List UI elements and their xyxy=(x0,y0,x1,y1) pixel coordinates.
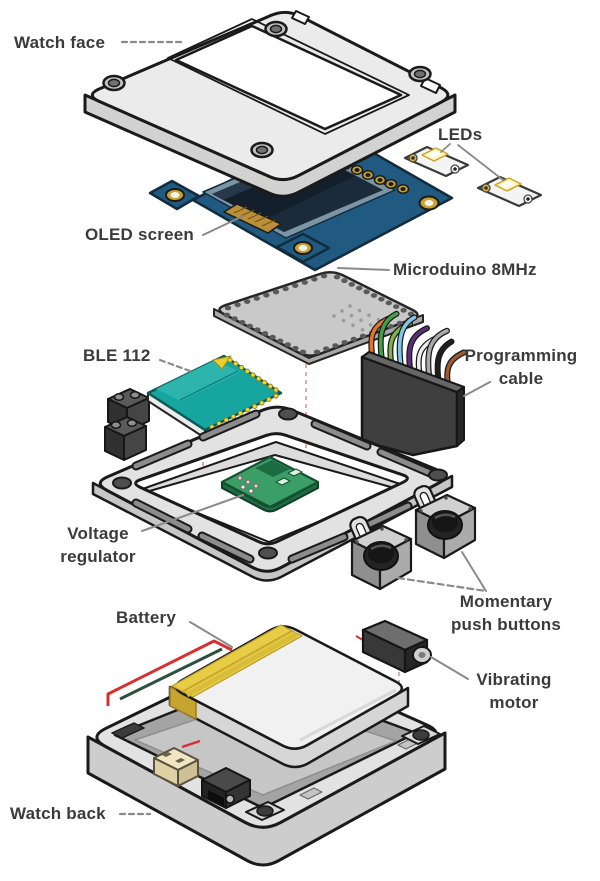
vibrating-motor xyxy=(355,619,432,674)
switch-block xyxy=(201,767,251,809)
voltage-regulator-label: Voltage regulator xyxy=(60,524,136,566)
watch-face-label: Watch face xyxy=(14,33,106,52)
ble112-module xyxy=(146,354,283,439)
watch-face-plate xyxy=(83,10,457,198)
watch-back-label: Watch back xyxy=(10,804,106,823)
push-button-1 xyxy=(349,515,413,591)
screen-window-cutout xyxy=(174,24,403,131)
led-module-1 xyxy=(403,145,470,178)
battery xyxy=(106,624,410,769)
battery-label: Battery xyxy=(116,608,176,627)
oled-flex-connector xyxy=(223,203,282,234)
jst-connector xyxy=(153,747,199,787)
voltage-regulator-board xyxy=(220,455,320,513)
leds-label: LEDs xyxy=(438,125,483,144)
plate-screw-holes xyxy=(102,20,432,159)
frame-slots xyxy=(131,409,435,564)
frame-corner-holes xyxy=(112,407,448,560)
header-blocks xyxy=(104,388,150,461)
vibrating-motor-label: Vibrating motor xyxy=(476,670,552,712)
ble112-label: BLE 112 xyxy=(83,346,151,365)
programming-cable-label: Programming cable xyxy=(464,346,578,388)
battery-wires xyxy=(106,639,233,749)
led-module-2 xyxy=(476,175,543,208)
push-button-2 xyxy=(413,484,477,560)
oled-screen-label: OLED screen xyxy=(85,225,194,244)
momentary-push-buttons-label: Momentary push buttons xyxy=(450,592,562,634)
case-corner-posts xyxy=(111,722,441,821)
microduino-label: Microduino 8MHz xyxy=(393,260,537,279)
programming-cable xyxy=(360,310,467,457)
leader-lines xyxy=(118,40,504,816)
